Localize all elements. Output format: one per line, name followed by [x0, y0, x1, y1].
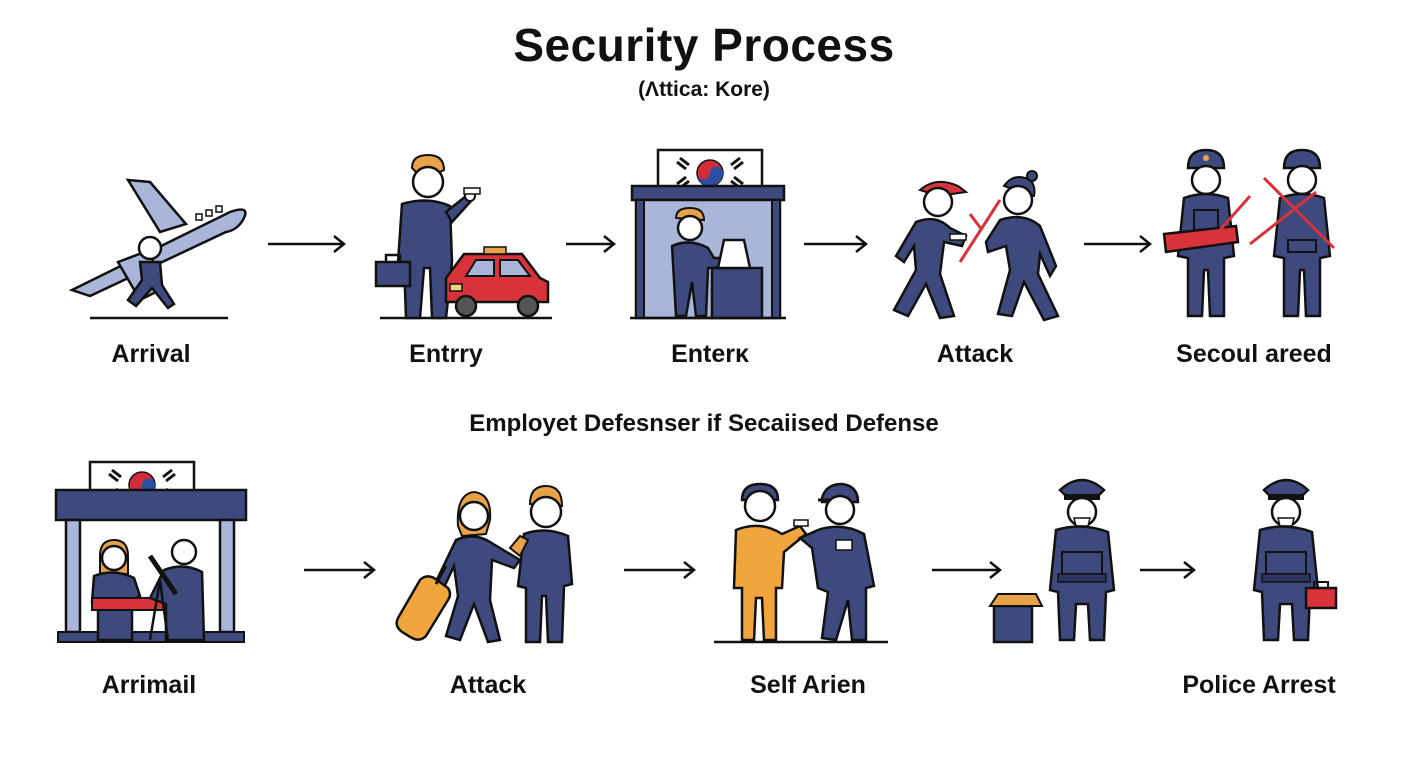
- traveler-car-icon: [374, 153, 552, 320]
- step-label-arrival: Arrival: [111, 340, 191, 368]
- attack-scuffle-icon: [892, 170, 1060, 322]
- airplane-person-icon: [68, 178, 247, 320]
- self-defense-icon: [714, 482, 888, 644]
- police-officer-icon: [1252, 478, 1338, 642]
- flow-arrow: [1084, 235, 1153, 253]
- flow-arrow: [932, 561, 1003, 579]
- flow-arrow: [566, 235, 617, 253]
- step-label-attack: Attack: [936, 340, 1014, 368]
- flow-arrow: [304, 561, 377, 579]
- page-title: Security Process: [513, 19, 895, 71]
- checkpoint-booth-icon: [630, 148, 786, 320]
- luggage-confrontation-icon: [395, 484, 574, 644]
- officer-box-icon: [988, 478, 1116, 644]
- gate-officers-icon: [54, 460, 248, 643]
- step-label-police-arrest: Police Arrest: [1182, 671, 1336, 699]
- flow-arrow: [1140, 561, 1197, 579]
- flow-arrow: [624, 561, 697, 579]
- step-label-secure-area: Secoul areed: [1176, 340, 1332, 368]
- flow-arrow: [268, 235, 347, 253]
- step-label-arrival-2: Arrimail: [101, 671, 197, 699]
- flow-arrow: [804, 235, 869, 253]
- section-title: Employet Defesnser if Secaiised Defense: [469, 410, 939, 437]
- page-subtitle: (Λttica: Kore): [638, 78, 770, 101]
- armed-guards-icon: [1162, 148, 1336, 318]
- step-label-entry: Entrry: [409, 340, 483, 368]
- step-label-attack-2: Attack: [449, 671, 527, 699]
- step-label-enter: Enterκ: [671, 340, 749, 368]
- step-label-self-defense: Self Arien: [750, 671, 866, 699]
